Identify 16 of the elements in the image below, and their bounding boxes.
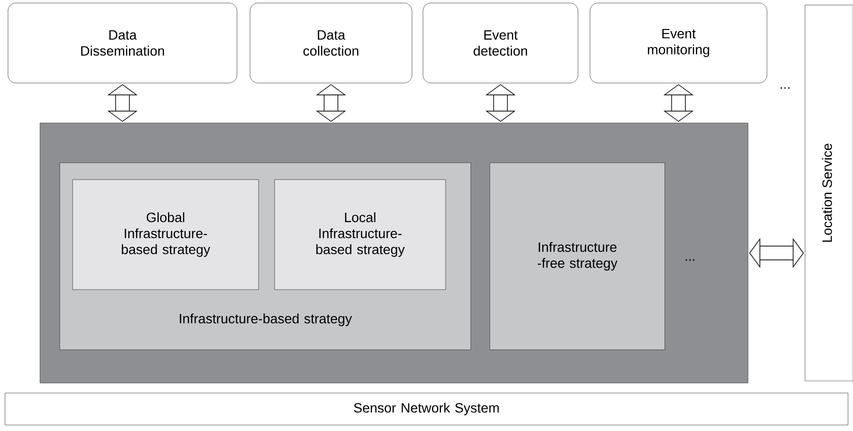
ellipsis: ... bbox=[686, 259, 694, 261]
task-box: Data Dissemination bbox=[8, 2, 238, 84]
double-arrow bbox=[663, 84, 694, 122]
strategy-box: Infrastructure -free strategy bbox=[490, 162, 665, 350]
task-box: Data collection bbox=[250, 2, 412, 84]
task-box: Event detection bbox=[422, 2, 578, 84]
strategy-box: Global Infrastructure-based strategy bbox=[72, 179, 259, 290]
double-arrow bbox=[107, 84, 138, 122]
ellipsis: ... bbox=[780, 87, 790, 89]
double-arrow bbox=[749, 238, 804, 268]
double-arrow bbox=[485, 84, 516, 122]
double-arrow bbox=[316, 84, 346, 122]
strategy-box: Local Infrastructure-based strategy bbox=[274, 179, 446, 290]
service-bar: Location Service bbox=[804, 4, 853, 382]
system-bar: Sensor Network System bbox=[4, 392, 848, 426]
task-box: Event monitoring bbox=[590, 2, 768, 84]
